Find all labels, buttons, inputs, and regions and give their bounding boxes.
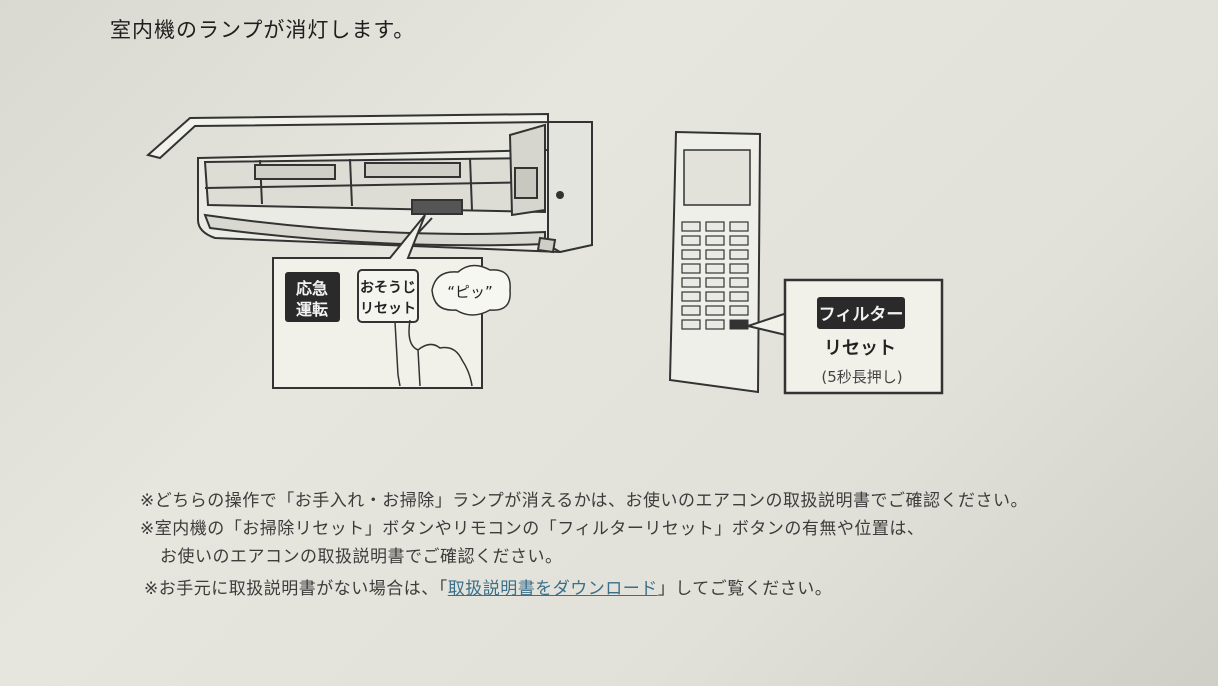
pressing-hand-icon: [394, 319, 473, 387]
cleaning-reset-button: おそうじ リセット: [357, 269, 419, 323]
note-line-2: ※室内機の「お掃除リセット」ボタンやリモコンの「フィルターリセット」ボタンの有無…: [140, 519, 925, 539]
filter-button: [817, 297, 905, 329]
emergency-operation-button: 応急 運転: [285, 272, 340, 322]
svg-text:運転: 運転: [296, 300, 328, 319]
note-line-1: ※どちらの操作で「お手入れ・お掃除」ランプが消えるかは、お使いのエアコンの取扱説…: [140, 491, 1029, 511]
remote-button-callout: フィルター リセット (5秒長押し): [783, 278, 944, 395]
page-heading: 室内機のランプが消灯します。: [110, 18, 416, 42]
indoor-button-callout: 応急 運転 おそうじ リセット “ピッ”: [272, 214, 511, 389]
svg-text:おそうじ: おそうじ: [360, 280, 416, 296]
remote-control-drawing: [668, 130, 762, 394]
note-line-4: ※お手元に取扱説明書がない場合は、「取扱説明書をダウンロード」してご覧ください。: [144, 579, 833, 599]
beep-speech-bubble: “ピッ”: [431, 264, 511, 316]
indoor-unit-drawing: [145, 112, 593, 254]
svg-text:応急: 応急: [296, 279, 328, 298]
svg-text:(5秒長押し): (5秒長押し): [821, 368, 902, 386]
download-manual-link[interactable]: 取扱説明書をダウンロード: [447, 579, 658, 599]
svg-text:リセット: リセット: [360, 301, 416, 317]
svg-text:フィルター: フィルター: [819, 305, 904, 325]
svg-text:“ピッ”: “ピッ”: [447, 283, 493, 301]
note-line-3: お使いのエアコンの取扱説明書でご確認ください。: [160, 547, 563, 567]
svg-text:リセット: リセット: [824, 338, 896, 359]
